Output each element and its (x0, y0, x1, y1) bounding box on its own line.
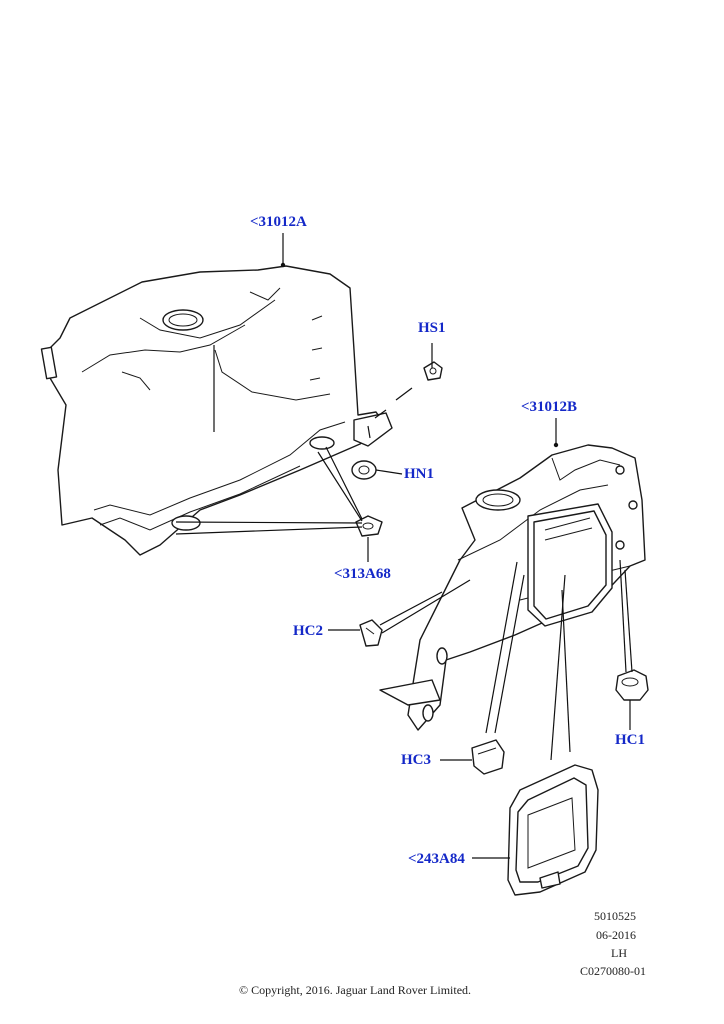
clip-313a68 (355, 515, 383, 537)
left-trim-panel (40, 265, 393, 556)
clip-hc2 (359, 619, 383, 647)
leader-lines (175, 233, 633, 859)
callout-hc1[interactable]: HC1 (615, 732, 645, 748)
nut-hn1 (351, 460, 377, 480)
callout-hs1[interactable]: HS1 (418, 320, 446, 336)
clip-hs1 (423, 361, 443, 381)
callout-243a84[interactable]: <243A84 (408, 851, 465, 867)
callout-31012a[interactable]: <31012A (250, 214, 307, 230)
right-trim-panel (379, 444, 646, 731)
callout-313a68[interactable]: <313A68 (334, 566, 391, 582)
callout-hn1[interactable]: HN1 (404, 466, 434, 482)
access-cover (507, 764, 599, 896)
callout-hc2[interactable]: HC2 (293, 623, 323, 639)
copyright-notice: © Copyright, 2016. Jaguar Land Rover Lim… (238, 983, 472, 997)
diagram-side: LH (611, 946, 627, 960)
diagram-reference: C0270080-01 (580, 964, 646, 978)
clip-hc1 (615, 669, 649, 701)
callout-31012b[interactable]: <31012B (521, 399, 578, 415)
diagram-number: 5010525 (594, 909, 636, 923)
diagram-date: 06-2016 (596, 928, 636, 942)
callout-hc3[interactable]: HC3 (401, 752, 431, 768)
clip-hc3 (471, 739, 505, 775)
